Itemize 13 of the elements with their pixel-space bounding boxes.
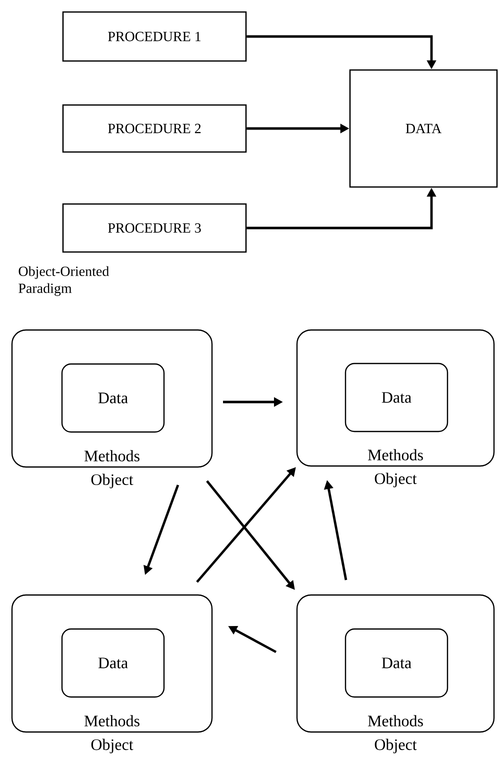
procedure-box: PROCEDURE 3 [62, 203, 247, 253]
object-label: Object [91, 738, 134, 754]
procedure-box: PROCEDURE 1 [62, 11, 247, 62]
data-box: Data [344, 628, 448, 698]
data-box: DATA [349, 69, 498, 188]
object-label: Object [374, 472, 417, 488]
data-box: Data [61, 363, 165, 433]
procedure-box: PROCEDURE 2 [62, 104, 247, 153]
data-box: Data [61, 628, 165, 698]
object-label: Object [374, 738, 417, 754]
data-box: Data [344, 362, 448, 432]
heading-text: Object-Oriented Paradigm [18, 266, 109, 296]
object-label: Object [91, 474, 134, 488]
